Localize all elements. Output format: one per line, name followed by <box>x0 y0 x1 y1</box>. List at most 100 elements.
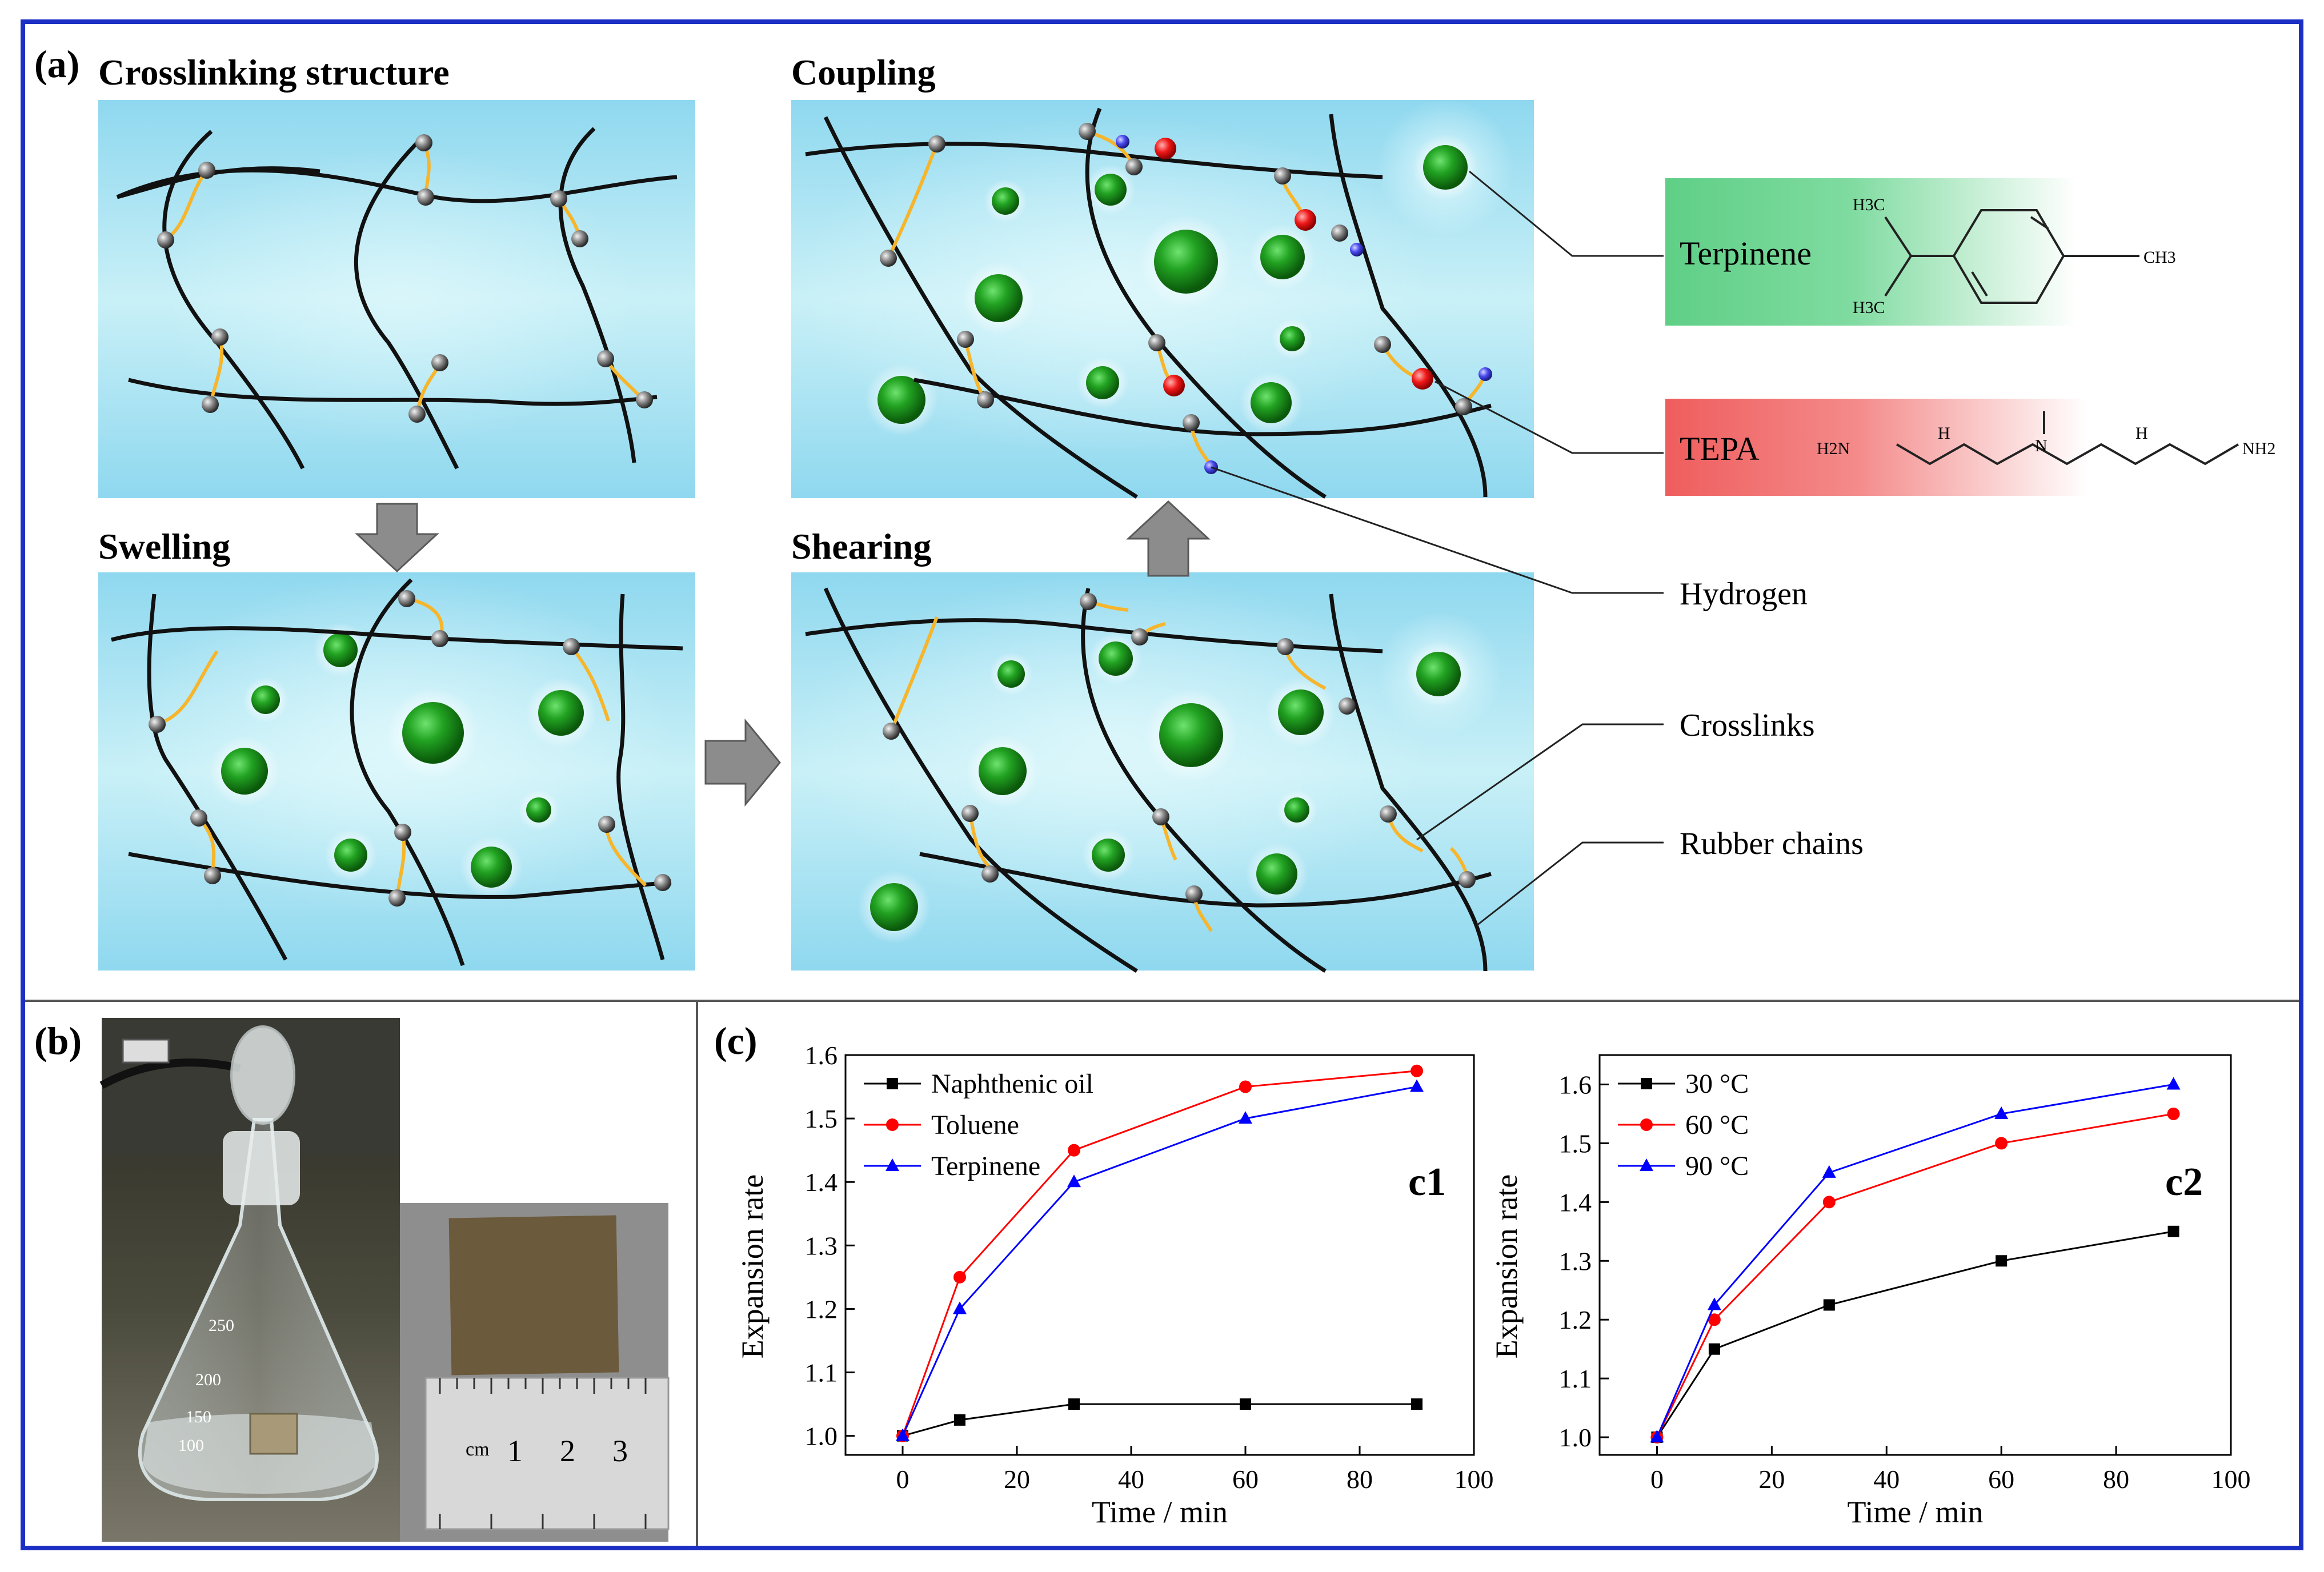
h3c-bottom-label: H3C <box>1853 298 1885 317</box>
terpinene-molecules <box>209 623 596 899</box>
y-tick-label: 1.5 <box>1559 1129 1592 1158</box>
y-tick-label: 1.5 <box>805 1104 838 1133</box>
x-axis-label: Time / min <box>1092 1495 1228 1529</box>
rubber-sample-photo: cm 1 2 3 <box>400 1203 670 1542</box>
y-tick-label: 1.1 <box>1559 1364 1592 1393</box>
shearing-title: Shearing <box>791 526 931 567</box>
data-point <box>1067 1174 1081 1188</box>
y-tick-label: 1.1 <box>805 1358 838 1387</box>
data-point <box>1823 1299 1835 1311</box>
chart-tag: c2 <box>2165 1160 2203 1204</box>
x-tick-label: 60 <box>1988 1465 2014 1494</box>
ch3-label: CH3 <box>2143 248 2176 267</box>
data-point <box>2167 1107 2180 1120</box>
data-point <box>1239 1080 1252 1093</box>
panel-c-label: (c) <box>714 1019 757 1062</box>
tepa-n: N <box>2035 436 2047 455</box>
legend-marker <box>885 1158 899 1171</box>
legend-label: 30 °C <box>1685 1069 1749 1099</box>
terpinene-label: Terpinene <box>1680 235 1812 272</box>
crosslink-nodes <box>883 593 1476 903</box>
chart-tag: c1 <box>1408 1160 1446 1204</box>
tepa-legend: TEPA H2N H N H NH2 <box>1665 399 2275 496</box>
terpinene-legend: Terpinene H3C H3C CH3 <box>1665 178 2176 326</box>
data-point <box>1239 1111 1252 1124</box>
data-point <box>1410 1079 1424 1092</box>
x-tick-label: 40 <box>1118 1465 1144 1494</box>
x-tick-label: 80 <box>1347 1465 1373 1494</box>
ruler-number-3: 3 <box>612 1434 628 1468</box>
crosslink-nodes <box>149 590 671 907</box>
y-tick-label: 1.3 <box>805 1231 838 1260</box>
x-tick-label: 100 <box>2211 1465 2251 1494</box>
y-tick-label: 1.0 <box>805 1422 838 1451</box>
crosslinking-title: Crosslinking structure <box>98 52 450 93</box>
data-point <box>1822 1196 1836 1209</box>
x-tick-label: 80 <box>2103 1465 2129 1494</box>
x-tick-label: 100 <box>1454 1465 1494 1494</box>
leader-lines <box>1211 170 1664 927</box>
x-tick-label: 20 <box>1758 1465 1785 1494</box>
data-point <box>1822 1165 1836 1178</box>
figure-frame <box>21 19 2303 1550</box>
data-point <box>1650 1430 1664 1443</box>
series-line <box>1656 1230 2174 1438</box>
data-point <box>1068 1144 1080 1157</box>
flask-photo: 250 200 150 100 <box>99 1018 400 1542</box>
data-point <box>896 1428 909 1441</box>
y-tick-label: 1.6 <box>805 1041 838 1070</box>
arrow-down <box>355 503 439 573</box>
terpinene-structure <box>1884 209 2139 304</box>
arrow-up <box>1126 500 1211 577</box>
data-point <box>953 1270 966 1284</box>
legend-marker <box>1641 1078 1652 1089</box>
x-tick-label: 40 <box>1873 1465 1900 1494</box>
flask-mark-150: 150 <box>186 1407 211 1426</box>
legend-label: 90 °C <box>1685 1151 1749 1181</box>
y-axis-label: Expansion rate <box>735 1174 770 1358</box>
x-tick-label: 0 <box>896 1465 909 1494</box>
ruler-unit: cm <box>466 1439 490 1460</box>
legend-label: Naphthenic oil <box>931 1069 1093 1099</box>
data-point <box>953 1301 967 1314</box>
data-point <box>1411 1064 1423 1077</box>
y-tick-label: 1.3 <box>1559 1246 1592 1276</box>
process-arrows <box>355 500 1211 807</box>
swelling-panel <box>98 571 695 971</box>
flask-mark-100: 100 <box>178 1436 204 1455</box>
coupling-title: Coupling <box>791 52 936 93</box>
terpinene-molecules <box>858 632 1472 944</box>
legend-marker <box>1640 1158 1653 1171</box>
data-point <box>1708 1313 1721 1326</box>
y-tick-label: 1.6 <box>1559 1070 1592 1099</box>
legend-marker <box>886 1118 899 1131</box>
y-tick-label: 1.4 <box>805 1168 838 1197</box>
plot-frame <box>1598 1054 2232 1456</box>
legend-marker <box>1640 1118 1653 1131</box>
tepa-nh2: NH2 <box>2242 439 2275 458</box>
y-axis-label: Expansion rate <box>1489 1174 1524 1358</box>
crosslink-nodes <box>880 123 1472 431</box>
tepa-h2n: H2N <box>1817 439 1850 458</box>
x-axis-label: Time / min <box>1847 1495 1983 1529</box>
swelling-title: Swelling <box>98 526 230 567</box>
y-tick-label: 1.4 <box>1559 1188 1592 1217</box>
data-point <box>954 1414 965 1426</box>
tepa-label: TEPA <box>1680 430 1760 467</box>
legend-label: Terpinene <box>931 1151 1040 1181</box>
data-point <box>1994 1106 2009 1119</box>
tepa-molecules <box>1155 138 1433 396</box>
legend-label: Toluene <box>931 1110 1019 1140</box>
legend-marker <box>887 1078 898 1089</box>
shearing-panel <box>791 571 1534 973</box>
flask-mark-250: 250 <box>209 1316 234 1335</box>
panel-b-label: (b) <box>34 1019 82 1062</box>
hydrogen-label: Hydrogen <box>1680 576 1808 612</box>
crosslinks-label: Crosslinks <box>1680 708 1815 743</box>
tepa-structure <box>1896 443 2239 466</box>
data-point <box>1995 1137 2008 1150</box>
data-point <box>2167 1225 2179 1237</box>
ruler-number-1: 1 <box>507 1434 523 1468</box>
